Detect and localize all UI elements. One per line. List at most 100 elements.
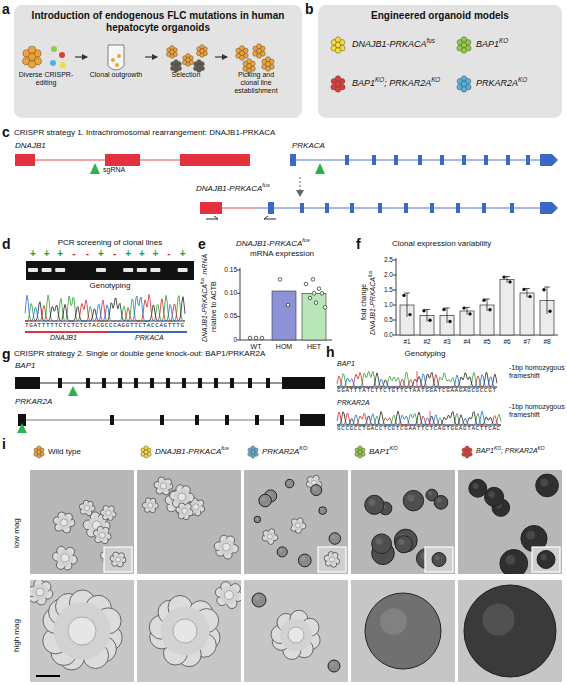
organoid-icon xyxy=(358,446,362,450)
label-group: DNAJB1-PRKACAfusmRNA xyxy=(201,254,209,342)
deletion-mark xyxy=(430,411,431,425)
text-label: + xyxy=(180,248,186,259)
microscopy-image xyxy=(244,470,348,574)
microscopy-image xyxy=(399,539,405,545)
bap1-gene xyxy=(182,378,186,388)
text-label: #7 xyxy=(523,338,530,345)
label-group: DNAJB1-PRKACAfus xyxy=(155,447,229,456)
bar-chart xyxy=(508,280,511,283)
microscopy-image xyxy=(540,479,548,487)
text-label: #3 xyxy=(443,338,450,345)
fusion-gene xyxy=(404,203,408,213)
microscopy-image xyxy=(458,470,562,574)
label-group: DNAJB1-PRKACAfus xyxy=(196,184,270,193)
bar-chart xyxy=(237,270,240,271)
text-label: + xyxy=(98,248,104,259)
organoid-icon xyxy=(144,454,148,458)
microscopy-image xyxy=(330,557,335,562)
organoid-icon xyxy=(240,46,245,51)
bar-chart xyxy=(312,292,316,296)
step-label: Clonal outgrowth xyxy=(88,71,144,79)
gel-band xyxy=(150,268,160,272)
bap1-gene xyxy=(134,378,138,388)
organoid-icon xyxy=(37,446,41,450)
microscopy-image xyxy=(536,474,559,497)
fusion-gene xyxy=(378,203,382,213)
microscopy-image xyxy=(313,487,317,491)
organoid-icon xyxy=(247,64,252,69)
label-group: + xyxy=(96,248,106,260)
fusion-gene xyxy=(430,203,434,213)
organoid-icon xyxy=(37,454,41,458)
primer-arrow xyxy=(206,216,276,219)
prkaca-gene xyxy=(372,155,376,165)
microscopy-image xyxy=(435,555,440,560)
step-label: Diverse CRISPR-editing xyxy=(18,71,74,87)
microscopy-image xyxy=(68,617,96,645)
prkar2a-gene xyxy=(160,415,164,425)
prkar2a-gene xyxy=(18,414,325,426)
microscopy-image xyxy=(372,534,392,554)
text-label: #5 xyxy=(483,338,490,345)
microscopy-image xyxy=(252,593,266,607)
microscopy-image xyxy=(464,585,556,677)
organoid-icon xyxy=(197,64,201,68)
bar-chart xyxy=(393,290,396,291)
label-group: 0.0 xyxy=(377,331,393,338)
bar-chart xyxy=(442,308,445,311)
organoid-icon xyxy=(240,55,245,60)
text-label: #4 xyxy=(463,338,470,345)
fusion-gene xyxy=(482,203,486,213)
bar-chart xyxy=(393,258,558,335)
microscopy-image xyxy=(365,495,384,514)
text-label: #2 xyxy=(423,338,430,345)
microscopy-image xyxy=(61,554,69,562)
step-node: Selection xyxy=(158,43,214,79)
bar-chart xyxy=(393,275,396,276)
prkar2a-gene xyxy=(255,415,259,425)
microscopy-image xyxy=(472,483,478,489)
organoid-icon xyxy=(200,49,204,53)
organoid-icon xyxy=(170,54,174,58)
text-label: PRKACA xyxy=(292,141,325,150)
microscopy-image xyxy=(505,555,515,565)
organoid-icon xyxy=(251,446,255,450)
superscript: KO xyxy=(375,76,384,83)
organoid-icon xyxy=(461,87,467,93)
organoid-icon xyxy=(200,53,204,57)
label-group: CRISPR strategy 2. Single or double gene… xyxy=(14,349,265,358)
gel-band xyxy=(123,268,133,272)
microscopy-image xyxy=(193,504,199,510)
microscopy-image xyxy=(182,508,188,514)
label-group: relative to ACTB xyxy=(210,281,218,332)
text-label: DNAJB1-PRKACA xyxy=(236,239,302,248)
text-label: BAP1 xyxy=(337,360,355,367)
label-group: mRNA expression xyxy=(250,249,314,258)
bar-chart xyxy=(527,289,528,298)
panel-letter: c xyxy=(2,124,10,140)
fusion-arrow xyxy=(296,190,304,197)
bar-chart xyxy=(488,308,491,311)
microscopy-image xyxy=(351,580,455,682)
text-label: DNAJB1-PRKACA xyxy=(201,284,208,342)
microscopy-image xyxy=(225,591,234,600)
fusion-gene xyxy=(255,208,545,209)
organoid-icon xyxy=(186,54,190,58)
microscopy-image xyxy=(179,505,191,517)
label-group: #5 xyxy=(477,338,497,345)
prkaca-gene xyxy=(418,155,422,165)
label-group: BAP1KO xyxy=(369,447,398,456)
label-group: PRKAR2A xyxy=(15,397,52,406)
text-label: GCCGCCTGACCTCGTCGAATTCTCAGTGGAGTACTTCAC xyxy=(337,425,501,432)
microscopy-image xyxy=(244,580,348,682)
organoid-icon xyxy=(28,60,35,67)
step-label: Picking and clonal line establishment xyxy=(228,71,284,95)
text-label: GGATTTATCTTCTGTTCTAATGGATCGAAGAGCGCCGT xyxy=(337,387,497,394)
label-group: #1 xyxy=(397,338,417,345)
microscopy-image xyxy=(351,580,455,682)
superscript: KO xyxy=(494,446,501,451)
text-label: PRKACA xyxy=(135,334,164,341)
text-label: 0.10 xyxy=(224,289,237,296)
text-label: 0.15 xyxy=(224,266,237,273)
panel-letter: g xyxy=(2,346,11,362)
